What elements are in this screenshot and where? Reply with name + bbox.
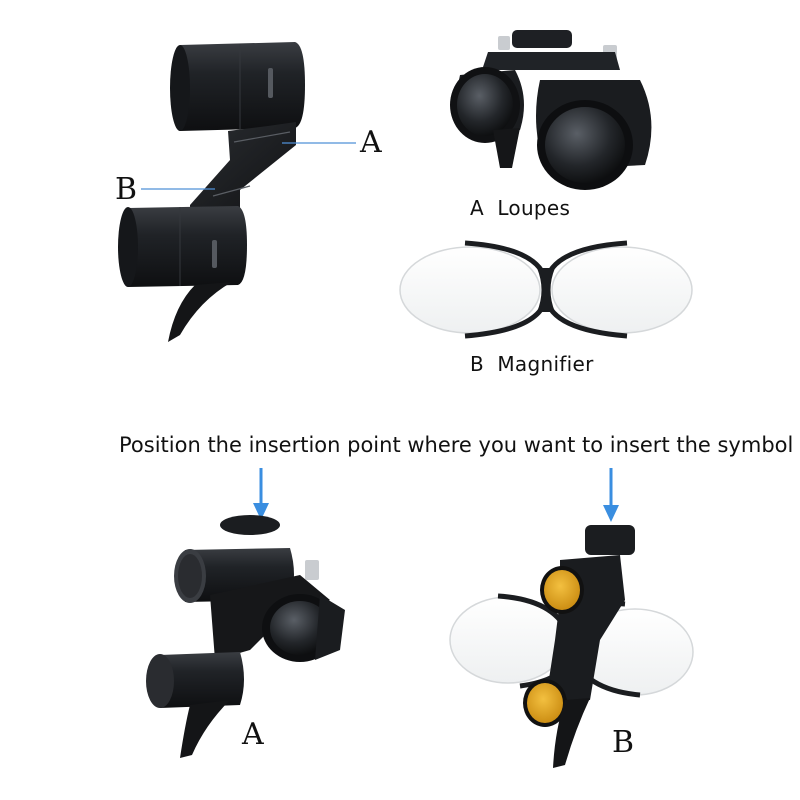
upper-cylinder bbox=[170, 42, 305, 131]
loupes-caption-letter: A bbox=[470, 196, 484, 220]
side-clip bbox=[168, 282, 232, 342]
assembly-label-a: A bbox=[242, 717, 264, 752]
arrow-down-icon bbox=[253, 468, 269, 520]
arrow-down-icon bbox=[603, 468, 619, 522]
loupes-caption-text: Loupes bbox=[497, 196, 571, 220]
magnifier-caption-text: Magnifier bbox=[497, 352, 594, 376]
instruction-text: Position the insertion point where you w… bbox=[119, 433, 794, 457]
lower-cylinder bbox=[118, 206, 247, 287]
side-label-b: B bbox=[115, 172, 138, 207]
magnifier-caption-letter: B bbox=[470, 352, 485, 376]
assembly-label-b: B bbox=[612, 725, 635, 760]
side-label-a: A bbox=[360, 125, 382, 160]
loupes-caption: A Loupes bbox=[470, 196, 570, 220]
magnifier-caption: B Magnifier bbox=[470, 352, 594, 376]
connecting-arm bbox=[190, 122, 296, 213]
